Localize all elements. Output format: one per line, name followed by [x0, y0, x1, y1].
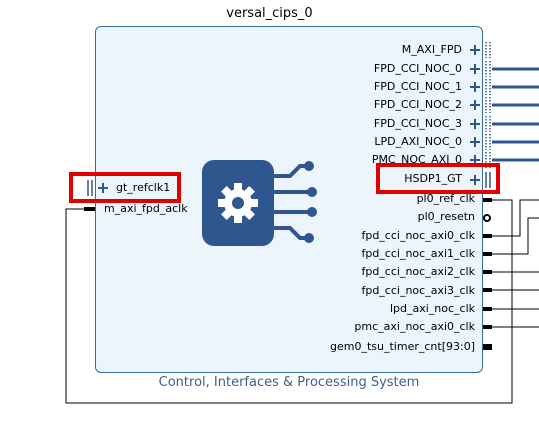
right-pin-label-fpd-cci-noc-axi1-clk: fpd_cci_noc_axi1_clk: [361, 247, 475, 260]
right-pin-label-pl0-resetn: pl0_resetn: [417, 210, 475, 223]
left-pin-m-axi-fpd-aclk-stub[interactable]: [84, 207, 95, 211]
right-pin-fpd-cci-noc-2-connector[interactable]: [470, 97, 491, 113]
right-pin-fpd-cci-noc-0-connector[interactable]: [470, 61, 491, 77]
right-pin-label-gem0-tsu-timer-cnt: gem0_tsu_timer_cnt[93:0]: [330, 340, 475, 353]
right-pin-label-fpd-cci-noc-axi0-clk: fpd_cci_noc_axi0_clk: [361, 229, 475, 242]
right-pin-lpd-axi-noc-0-connector[interactable]: [470, 134, 491, 150]
right-pin-label-pmc-axi-noc-axi0-clk: pmc_axi_noc_axi0_clk: [354, 320, 475, 333]
block-instance-name: versal_cips_0: [226, 6, 313, 21]
right-pin-label-fpd-cci-noc-axi3-clk: fpd_cci_noc_axi3_clk: [361, 284, 475, 297]
right-pin-pl0-resetn-connector[interactable]: [483, 214, 491, 222]
highlight-gt-refclk1: [69, 172, 181, 203]
right-pin-label-fpd-cci-noc-3: FPD_CCI_NOC_3: [373, 117, 462, 130]
right-pin-gem0-tsu-timer-cnt-93-0-connector[interactable]: [483, 344, 492, 350]
right-pin-label-lpd-axi-noc-clk: lpd_axi_noc_clk: [389, 302, 475, 315]
right-pin-label-fpd-cci-noc-0: FPD_CCI_NOC_0: [373, 62, 462, 75]
highlight-hsdp1-gt: [376, 163, 500, 194]
right-pin-label-lpd-axi-noc-0: LPD_AXI_NOC_0: [374, 135, 462, 148]
left-pin-label-gt-refclk1: gt_refclk1: [116, 181, 171, 194]
right-pin-label-m-axi-fpd: M_AXI_FPD: [401, 43, 462, 56]
gear-chip-icon: [202, 160, 317, 246]
left-pin-gt-refclk1-connector[interactable]: [87, 180, 108, 196]
right-pin-label-fpd-cci-noc-1: FPD_CCI_NOC_1: [373, 80, 462, 93]
right-pin-fpd-cci-noc-1-connector[interactable]: [470, 79, 491, 95]
right-pin-label-hsdp1-gt: HSDP1_GT: [404, 172, 462, 185]
wire-m-axi-fpd-aclk: [65, 208, 513, 404]
right-pin-label-pmc-noc-axi-0: PMC_NOC_AXI_0: [371, 153, 462, 166]
right-pin-label-fpd-cci-noc-axi2-clk: fpd_cci_noc_axi2_clk: [361, 265, 475, 278]
right-pin-label-pl0-ref-clk: pl0_ref_clk: [416, 192, 475, 205]
left-pin-label-m-axi-fpd-aclk: m_axi_fpd_aclk: [104, 202, 188, 215]
block-footer-label: Control, Interfaces & Processing System: [158, 375, 420, 390]
right-pin-m-axi-fpd-connector[interactable]: [470, 42, 491, 58]
signal-wires: [486, 199, 539, 348]
right-pin-fpd-cci-noc-3-connector[interactable]: [470, 116, 491, 132]
right-pin-hsdp1-gt-connector[interactable]: [470, 172, 491, 188]
right-pin-label-fpd-cci-noc-2: FPD_CCI_NOC_2: [373, 98, 462, 111]
